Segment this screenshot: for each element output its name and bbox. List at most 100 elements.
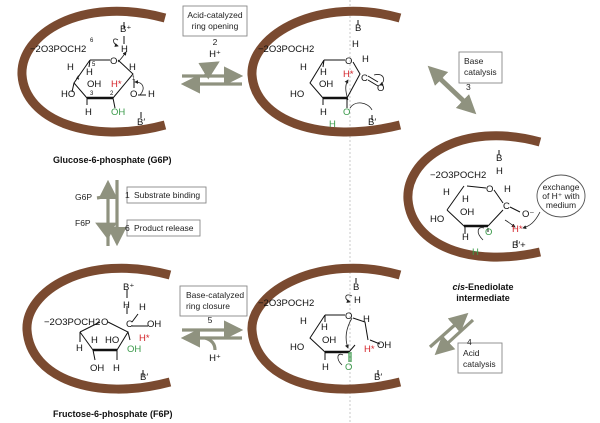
atom-label: B′+: [512, 240, 526, 251]
enzyme-open: [247, 6, 402, 137]
atom-label: 3: [90, 91, 94, 97]
atom-label: −2O3POCH2: [258, 298, 314, 309]
atom-label: H*: [512, 224, 523, 235]
step-2-acid-catalyzed-ring-opening: Acid-catalyzed ring opening 2 H⁺: [180, 5, 248, 94]
atom-label: H: [67, 62, 74, 73]
atom-label: H: [91, 335, 98, 346]
exchange-note-bubble: exchange of H⁺ with medium: [536, 174, 586, 218]
atom-label: B: [353, 282, 359, 293]
atom-label: H: [322, 362, 329, 373]
atom-label: H*: [139, 333, 150, 344]
atom-label: B′: [137, 117, 145, 128]
atom-label: H: [496, 166, 503, 177]
step-3-base-catalysis: Base catalysis 3: [427, 51, 503, 115]
atom-label: H: [148, 89, 155, 100]
atom-label: 3: [466, 82, 471, 92]
atom-label: O: [486, 184, 493, 195]
atom-label: HO: [290, 89, 304, 100]
enzyme-f6p: [22, 263, 172, 394]
atom-label: H: [354, 295, 361, 306]
caption-g6p: Glucose-6-phosphate (G6P): [53, 155, 172, 165]
atom-label: H: [121, 44, 128, 55]
atom-label: O: [343, 107, 350, 118]
atom-label: H: [320, 107, 327, 118]
atom-label: HO: [290, 342, 304, 353]
atom-label: H⁺: [209, 49, 221, 60]
atom-label: B: [496, 153, 502, 164]
atom-label: of H⁺ with: [542, 191, 580, 201]
enzyme-g6p: [17, 6, 167, 137]
atom-label: OH: [111, 107, 125, 118]
atom-label: 1: [132, 76, 136, 82]
atom-label: H: [321, 322, 328, 333]
atom-label: B′: [140, 372, 148, 383]
atom-label: catalysis: [464, 67, 497, 77]
atom-label: 6: [90, 38, 94, 44]
atom-label: H: [85, 107, 92, 118]
atom-label: 5: [208, 315, 213, 325]
step-4-acid-catalysis: 4 Acid catalysis: [428, 312, 503, 374]
atom-label: H: [76, 343, 83, 354]
atom-label: intermediate: [456, 293, 510, 303]
molecule-f6p: B⁺ H H −2O3POCH2 O C OH H* H H HO OH OH …: [44, 282, 161, 383]
atom-label: H: [362, 54, 369, 65]
atom-label: C: [361, 73, 368, 84]
atom-label: O: [485, 227, 492, 238]
atom-label: H: [504, 184, 511, 195]
atom-label: C: [503, 201, 510, 212]
atom-label: B⁺: [123, 282, 134, 293]
enzyme-closing: [247, 263, 402, 394]
step-5-base-catalyzed-ring-closure: Base-catalyzed ring closure 5 H⁺: [179, 285, 248, 364]
atom-label: B⁺: [120, 24, 131, 35]
atom-label: O: [345, 311, 352, 322]
atom-label: 2: [110, 91, 114, 97]
molecule-open-chain: B −2O3POCH2 H O H H H H* C O OH HO H O H…: [258, 20, 384, 130]
atom-label: C: [126, 319, 133, 330]
caption-enediolate: cis-Enediolate intermediate: [452, 282, 513, 303]
atom-label: medium: [546, 200, 576, 210]
atom-label: Substrate binding: [134, 190, 200, 200]
atom-label: O: [101, 317, 108, 328]
atom-label: H: [472, 247, 479, 258]
atom-label: H*: [343, 69, 354, 80]
atom-label: H: [462, 232, 469, 243]
atom-label: cis-Enediolate: [452, 282, 513, 292]
atom-label: OH: [90, 363, 104, 374]
atom-label: 4: [76, 76, 80, 82]
atom-label: OH: [322, 335, 336, 346]
atom-label: HO: [430, 214, 444, 225]
atom-label: 5: [92, 62, 96, 68]
atom-label: H⁺: [209, 353, 221, 364]
atom-label: H: [320, 67, 327, 78]
atom-label: H: [129, 62, 136, 73]
caption-f6p: Fructose-6-phosphate (F6P): [53, 409, 173, 419]
atom-label: Base-catalyzed: [186, 290, 244, 300]
atom-label: 2: [213, 37, 218, 47]
atom-label: H: [329, 119, 336, 130]
atom-label: 6: [125, 223, 130, 233]
atom-label: G6P: [75, 192, 92, 202]
atom-label: ring closure: [186, 301, 230, 311]
atom-label: H: [300, 316, 307, 327]
atom-label: HO: [105, 335, 119, 346]
enzyme-enediolate: [403, 131, 542, 262]
atom-label: O: [377, 83, 384, 94]
atom-label: H*: [364, 344, 375, 355]
molecule-closing: B H −2O3POCH2 O H H H OH H* OH HO H O B′: [258, 278, 391, 383]
molecule-enediolate: B −2O3POCH2 H O H H H OH C O⁻ HO H* H O …: [430, 150, 541, 258]
atom-label: B′: [374, 372, 382, 383]
atom-label: H: [300, 62, 307, 73]
atom-label: −2O3POCH2: [30, 44, 86, 55]
atom-label: OH: [147, 319, 161, 330]
atom-label: O: [130, 89, 137, 100]
atom-label: −2O3POCH2: [258, 44, 314, 55]
atom-label: H: [443, 187, 450, 198]
atom-label: HO: [61, 89, 75, 100]
atom-label: O⁻: [522, 209, 534, 220]
atom-label: O: [110, 56, 117, 67]
atom-label: Acid-catalyzed: [187, 10, 243, 20]
atom-label: 1: [125, 190, 130, 200]
atom-label: 4: [467, 337, 472, 347]
steps-1-6-binding-release: G6P F6P 1 Substrate binding 6 Product re…: [75, 179, 207, 247]
